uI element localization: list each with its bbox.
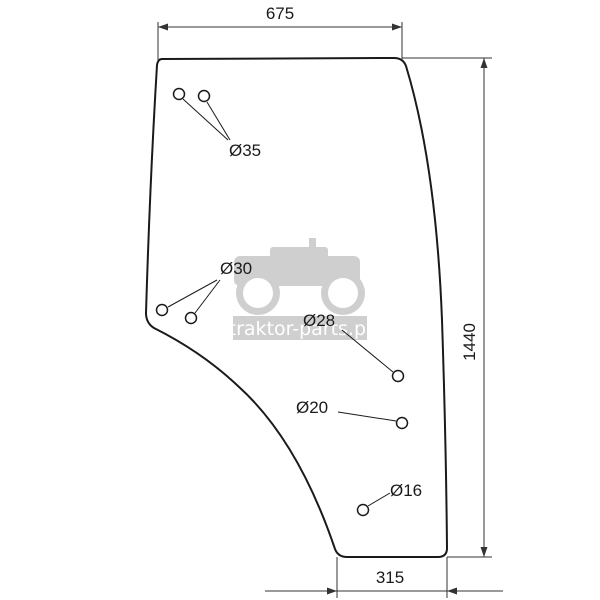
hole-label-28: Ø28 xyxy=(303,311,335,330)
bottom-width-dimension xyxy=(265,557,503,598)
hole xyxy=(184,311,198,325)
tractor-logo xyxy=(234,238,365,315)
hole-group-20 xyxy=(337,411,409,430)
hole xyxy=(197,89,211,103)
hole-group-30 xyxy=(155,279,221,325)
top-width-dimension xyxy=(157,22,403,60)
hole xyxy=(155,303,169,317)
hole-label-35: Ø35 xyxy=(229,141,261,160)
height-label: 1440 xyxy=(460,323,479,361)
hole xyxy=(172,87,186,101)
hole-label-16: Ø16 xyxy=(390,481,422,500)
height-dimension xyxy=(402,57,492,558)
hole xyxy=(391,369,405,383)
hole xyxy=(356,503,370,517)
hole xyxy=(395,416,409,430)
hole-group-16 xyxy=(356,492,391,517)
hole-label-30: Ø30 xyxy=(220,259,252,278)
watermark: traktor-parts.pl xyxy=(229,238,372,340)
hole-group-28 xyxy=(341,329,405,383)
hole-label-20: Ø20 xyxy=(296,398,328,417)
watermark-band xyxy=(233,316,367,340)
hole-group-35 xyxy=(172,87,231,141)
glass-outline xyxy=(144,56,449,558)
bottom-width-label: 315 xyxy=(376,568,404,587)
watermark-text: traktor-parts.pl xyxy=(229,318,372,340)
top-width-label: 675 xyxy=(266,4,294,23)
